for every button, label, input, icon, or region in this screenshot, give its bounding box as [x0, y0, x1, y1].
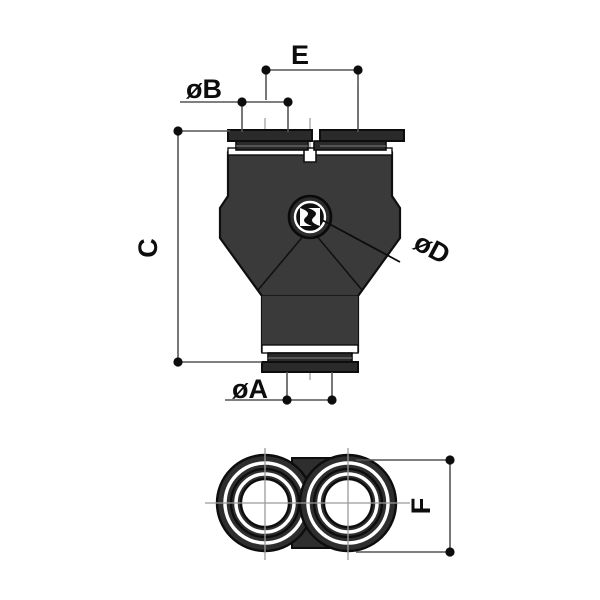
top-center-notch: [303, 147, 317, 163]
dimension-layer: [173, 65, 455, 557]
dimension-oD-leader: [321, 219, 401, 263]
bottom-view-group: [205, 448, 410, 560]
label-oB: øB: [186, 74, 222, 104]
dimension-oA: [225, 372, 337, 405]
label-E: E: [291, 40, 309, 70]
collet-port-left-top: [227, 129, 313, 151]
label-oA: øA: [232, 374, 268, 404]
collet-port-bottom: [261, 344, 359, 373]
dimension-oB: [180, 97, 293, 132]
dimension-C: [173, 126, 262, 367]
release-boss-port: [287, 194, 333, 240]
dimension-F: [356, 455, 455, 557]
stem-face: [262, 296, 358, 352]
collet-port-right-top: [313, 129, 405, 151]
front-view-group: [218, 86, 405, 380]
dimension-E: [261, 65, 363, 132]
plan-center-lines: [205, 448, 410, 560]
label-oD: øD: [409, 227, 455, 270]
label-C: C: [133, 238, 163, 258]
label-F: F: [406, 498, 436, 515]
